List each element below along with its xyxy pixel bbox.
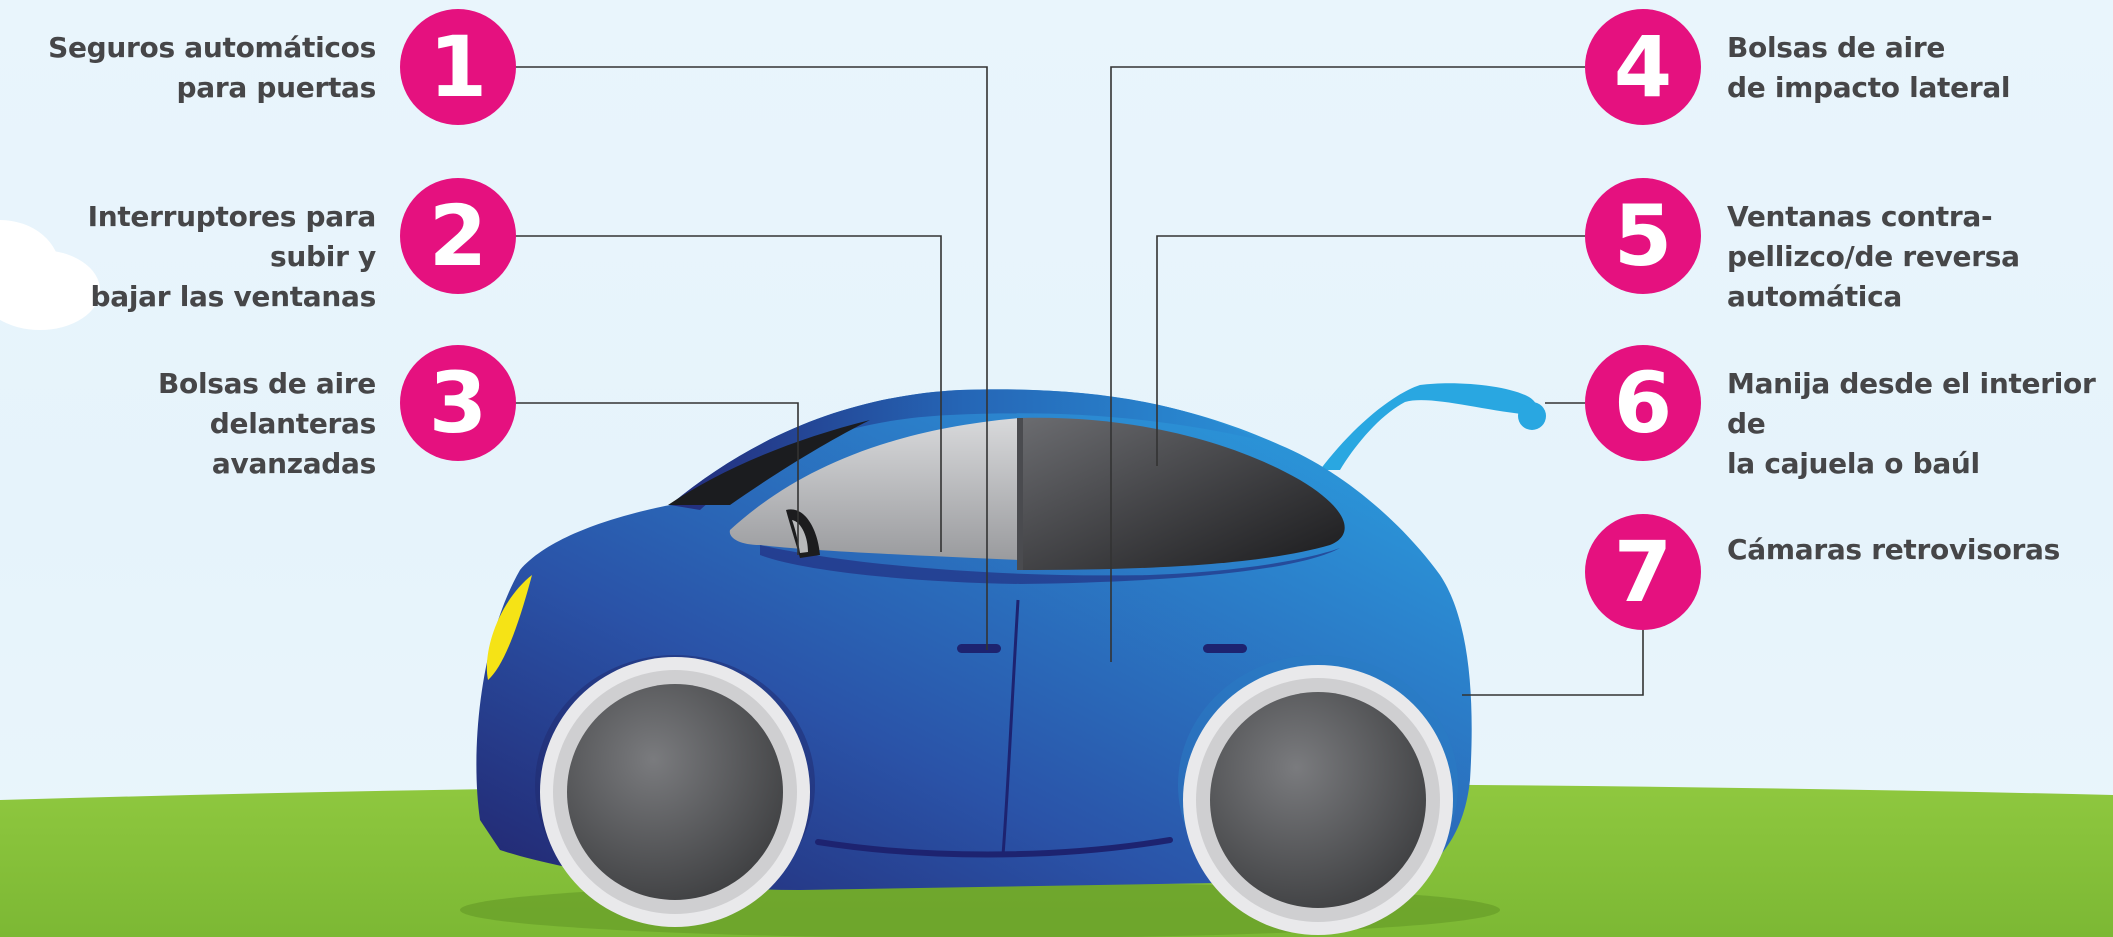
svg-text:3: 3 — [429, 354, 487, 452]
badge-7: 7 — [1585, 514, 1701, 630]
feature-label-4: Bolsas de aire de impacto lateral — [1727, 28, 2010, 108]
feature-label-1: Seguros automáticos para puertas — [48, 28, 376, 108]
svg-text:1: 1 — [429, 18, 487, 116]
front-wheel — [540, 657, 810, 927]
svg-text:4: 4 — [1614, 18, 1672, 116]
feature-label-7: Cámaras retrovisoras — [1727, 530, 2060, 570]
badge-6: 6 — [1585, 345, 1701, 461]
door-handle-rear — [1203, 644, 1247, 653]
badge-3: 3 — [400, 345, 516, 461]
car-window-rear — [1020, 418, 1345, 570]
badge-1: 1 — [400, 9, 516, 125]
badge-5: 5 — [1585, 178, 1701, 294]
door-handle-front — [957, 644, 1001, 653]
feature-label-6: Manija desde el interior de la cajuela o… — [1727, 364, 2113, 484]
leader-line-7 — [1462, 630, 1643, 695]
car-illustration — [476, 389, 1471, 935]
svg-text:6: 6 — [1614, 354, 1672, 452]
rear-wheel — [1183, 665, 1453, 935]
feature-label-2: Interruptores para subir y bajar las ven… — [0, 197, 376, 317]
feature-label-3: Bolsas de aire delanteras avanzadas — [0, 364, 376, 484]
badge-2: 2 — [400, 178, 516, 294]
svg-text:5: 5 — [1614, 187, 1672, 285]
badge-4: 4 — [1585, 9, 1701, 125]
svg-text:2: 2 — [429, 187, 487, 285]
trunk-handle — [1320, 383, 1536, 470]
svg-text:7: 7 — [1614, 523, 1672, 621]
feature-label-5: Ventanas contra- pellizco/de reversa aut… — [1727, 197, 2020, 317]
